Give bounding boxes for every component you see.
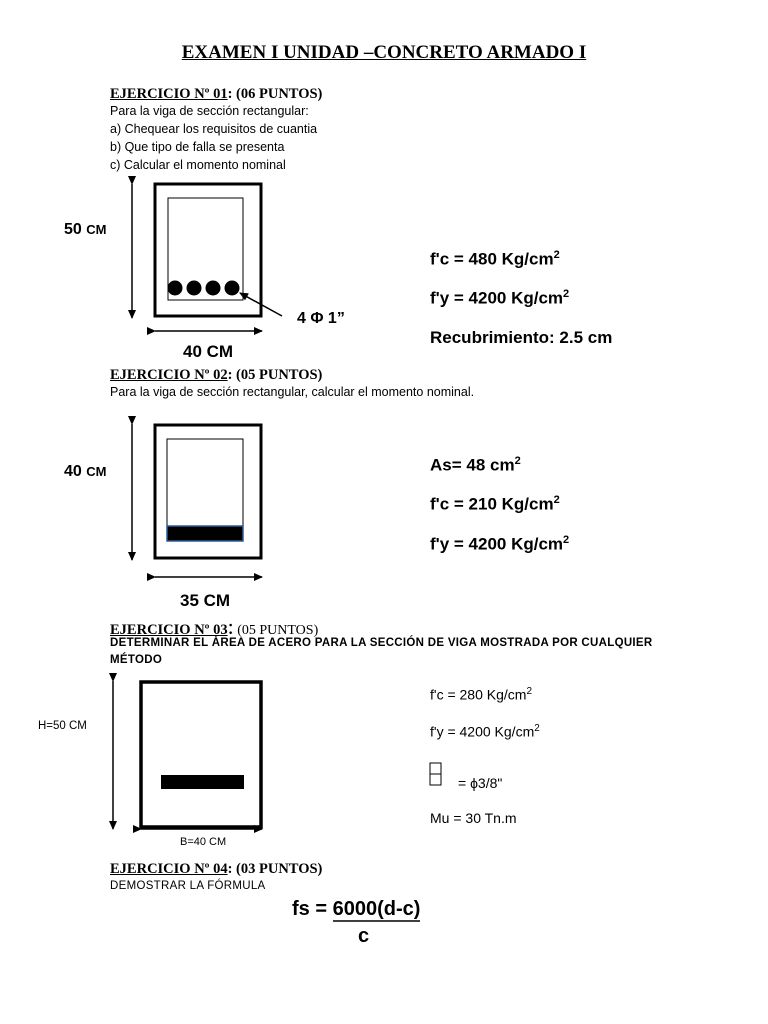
exercise-1-cover: Recubrimiento: 2.5 cm — [430, 328, 613, 347]
exercise-3-colon: : — [227, 614, 234, 639]
formula-numerator: 6000(d-c) — [332, 898, 421, 920]
exercise-2-height-value: 40 — [64, 463, 82, 480]
formula-numerator-line: fs = 6000(d-c) — [292, 898, 420, 921]
exercise-1-fc-exp: 2 — [553, 249, 560, 261]
stirrup-symbol-icon — [429, 762, 442, 786]
exercise-1-fy: f'y = 4200 Kg/cm2 — [430, 288, 569, 309]
exercise-1-beam-section — [153, 182, 263, 318]
rebar-4 — [224, 280, 240, 296]
exercise-3-steel-layer — [161, 775, 244, 789]
exercise-4-points: : (03 PUNTOS) — [227, 861, 323, 877]
exercise-1-height-label: 50 CM — [64, 221, 106, 239]
exercise-3-instruction-line-2: MÉTODO — [110, 654, 163, 666]
exercise-3-fc-text: f'c = 280 Kg/cm — [430, 686, 527, 703]
exercise-1-width-label: 40 CM — [183, 342, 234, 361]
exercise-2-width-label: 35 CM — [180, 591, 231, 610]
exercise-3-stirrup: = ϕ3/8" — [458, 775, 503, 791]
exercise-4-instruction: DEMOSTRAR LA FÓRMULA — [110, 880, 266, 892]
exercise-4-heading: EJERCICIO Nº 04: (03 PUNTOS) — [110, 861, 322, 878]
exercise-3-fc: f'c = 280 Kg/cm2 — [430, 686, 532, 703]
exercise-3-mu: Mu = 30 Tn.m — [430, 810, 517, 826]
exercise-1-height-unit: CM — [86, 222, 107, 237]
exercise-2-points: : (05 PUNTOS) — [227, 367, 323, 383]
exercise-2-fy-text: f'y = 4200 Kg/cm — [430, 534, 564, 554]
rebar-1 — [167, 280, 183, 296]
exercise-3-fy: f'y = 4200 Kg/cm2 — [430, 723, 540, 740]
exercise-2-fc-text: f'c = 210 Kg/cm — [430, 494, 554, 514]
exercise-2-heading: EJERCICIO Nº 02: (05 PUNTOS) — [110, 367, 322, 384]
exercise-3-heading: EJERCICIO Nº 03: (05 PUNTOS) — [110, 614, 318, 640]
exercise-3-fc-exp: 2 — [526, 686, 533, 697]
rebar-3 — [205, 280, 221, 296]
formula-denominator: c — [358, 925, 370, 947]
exercise-1-item-c: c) Calcular el momento nominal — [110, 158, 286, 172]
exercise-3-fy-text: f'y = 4200 Kg/cm — [430, 723, 535, 740]
exercise-2-fc: f'c = 210 Kg/cm2 — [430, 494, 560, 515]
exercise-1-height-value: 50 — [64, 221, 82, 238]
exercise-1-fc: f'c = 480 Kg/cm2 — [430, 249, 560, 270]
exercise-1-fy-exp: 2 — [563, 288, 570, 300]
exercise-1-label: EJERCICIO Nº 01 — [110, 86, 228, 102]
exercise-2-fy-exp: 2 — [563, 534, 570, 546]
exercise-2-height-label: 40 CM — [64, 463, 106, 481]
exercise-1-intro: Para la viga de sección rectangular: — [110, 104, 309, 118]
exercise-1-item-b: b) Que tipo de falla se presenta — [110, 140, 285, 154]
exercise-3-label: EJERCICIO Nº 03 — [110, 622, 228, 638]
exam-title: EXAMEN I UNIDAD –CONCRETO ARMADO I — [181, 42, 587, 63]
exercise-2-fc-exp: 2 — [553, 494, 560, 506]
exercise-2-beam-section — [153, 423, 263, 560]
exercise-3-instruction-line-1: DETERMINAR EL ÁREA DE ACERO PARA LA SECC… — [110, 637, 653, 649]
exercise-1-fc-text: f'c = 480 Kg/cm — [430, 249, 554, 269]
exercise-1-heading: EJERCICIO Nº 01: (06 PUNTOS) — [110, 86, 322, 103]
exercise-2-as-exp: 2 — [514, 455, 521, 467]
exercise-1-fy-text: f'y = 4200 Kg/cm — [430, 288, 564, 308]
exercise-3-height-label: H=50 CM — [38, 720, 87, 732]
exercise-3-points: (05 PUNTOS) — [233, 623, 319, 638]
exercise-2-label: EJERCICIO Nº 02 — [110, 367, 228, 383]
rebar-2 — [186, 280, 202, 296]
exercise-3-fy-exp: 2 — [534, 723, 540, 734]
exercise-1-rebar-leader — [239, 292, 283, 317]
exercise-1-item-a: a) Chequear los requisitos de cuantia — [110, 122, 318, 136]
exercise-2-as: As= 48 cm2 — [430, 455, 521, 476]
exercise-2-height-unit: CM — [86, 464, 107, 479]
exercise-3-beam-section — [139, 680, 263, 829]
exercise-2-as-text: As= 48 cm — [430, 455, 515, 475]
exercise-2-steel-layer — [166, 525, 244, 542]
exercise-2-fy: f'y = 4200 Kg/cm2 — [430, 534, 569, 555]
exercise-3-width-label: B=40 CM — [180, 836, 227, 848]
exercise-4-label: EJERCICIO Nº 04 — [110, 861, 228, 877]
exercise-1-bars-label: 4 Φ 1” — [297, 310, 345, 327]
exercise-1-points: : (06 PUNTOS) — [227, 86, 323, 102]
exercise-2-intro: Para la viga de sección rectangular, cal… — [110, 385, 475, 399]
formula-left: fs = — [292, 898, 333, 920]
